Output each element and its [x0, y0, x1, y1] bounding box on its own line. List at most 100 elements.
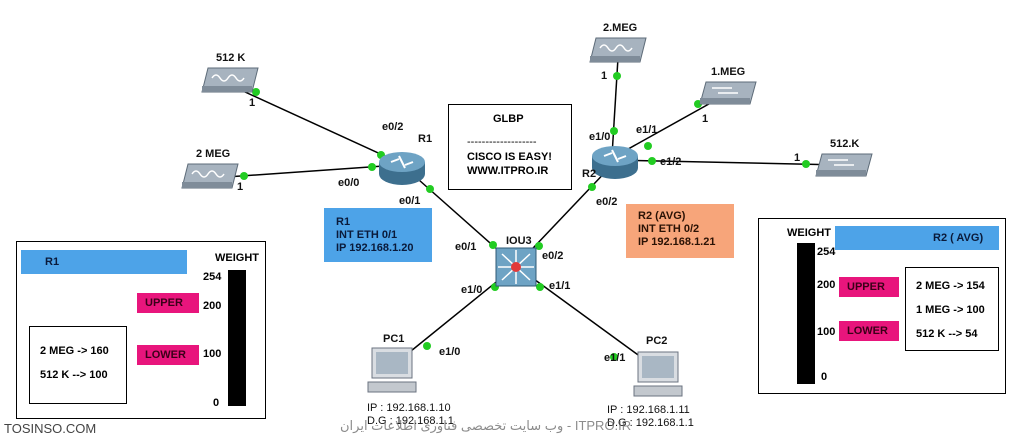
link-dot [489, 241, 497, 249]
glbp-line2: WWW.ITPRO.IR [467, 165, 549, 177]
r1-info-line2: INT ETH 0/1 [336, 229, 398, 241]
port-2meg-left: 1 [237, 181, 244, 193]
glbp-title: GLBP [493, 113, 524, 125]
link-dot [426, 185, 434, 193]
link-dot [802, 160, 810, 168]
label-r2: R2 [582, 168, 597, 180]
weight-panel-r2-header-text: R2 ( AVG) [933, 232, 984, 244]
weight-list-right: 2 MEG -> 154 1 MEG -> 100 512 K --> 54 [905, 267, 999, 351]
r1-info-line3: IP 192.168.1.20 [336, 242, 414, 254]
weight-entry-right-1: 2 MEG -> 154 [916, 280, 985, 292]
port-iou3-e0-1: e0/1 [455, 241, 477, 253]
port-512k-left: 1 [249, 97, 256, 109]
label-pc2: PC2 [646, 335, 668, 347]
upper-tag-right: UPPER [839, 277, 899, 297]
link-dot [648, 157, 656, 165]
label-512k-left: 512 K [216, 52, 246, 64]
lower-tag-right: LOWER [839, 321, 899, 341]
weight-tick-right-254: 254 [817, 246, 836, 258]
pc1-ip: IP : 192.168.1.10 [367, 402, 451, 414]
weight-entry-right-2: 1 MEG -> 100 [916, 304, 985, 316]
pc1-gateway: D.G : 192.168.1.1 [367, 415, 454, 427]
r2-info-box: R2 (AVG) INT ETH 0/2 IP 192.168.1.21 [626, 204, 734, 258]
upper-tag-left: UPPER [137, 293, 199, 313]
pc2-icon[interactable] [632, 350, 686, 400]
router-r2-icon[interactable] [590, 142, 640, 182]
cloud-2meg-top-icon[interactable] [588, 36, 648, 64]
r2-info-line1: R2 (AVG) [638, 210, 686, 222]
weight-entry-right-3: 512 K --> 54 [916, 328, 978, 340]
weight-tick-left-0: 0 [213, 397, 220, 409]
footer-site-right: ITPRO.IR - وب سایت تخصصی فناوری اطلاعات … [340, 418, 632, 433]
glbp-line1: CISCO IS EASY! [467, 151, 552, 163]
port-iou3-e0-2: e0/2 [542, 250, 564, 262]
weight-title-left: WEIGHT [215, 252, 259, 264]
port-iou3-e1-1: e1/1 [549, 280, 571, 292]
link-dot [588, 183, 596, 191]
link-dot [423, 342, 431, 350]
label-r1: R1 [418, 133, 433, 145]
weight-tick-right-200: 200 [817, 279, 836, 291]
pc1-icon[interactable] [366, 346, 420, 396]
label-iou3: IOU3 [506, 235, 532, 247]
switch-512k-right-icon[interactable] [814, 152, 874, 178]
port-r2-e1-0: e1/0 [589, 131, 611, 143]
link-iou3-pc2 [515, 265, 657, 369]
weight-panel-r1-header-text: R1 [45, 256, 60, 268]
link-dot [240, 172, 248, 180]
link-dot [535, 242, 543, 250]
port-512k-right: 1 [794, 152, 801, 164]
weight-panel-r2: WEIGHT R2 ( AVG) 254 200 100 0 UPPER LOW… [758, 218, 1006, 394]
weight-bar-right [797, 243, 815, 384]
weight-entry-left-2: 512 K --> 100 [40, 369, 108, 381]
port-r2-e1-1: e1/1 [636, 124, 658, 136]
port-1meg: 1 [702, 113, 709, 125]
weight-tick-right-0: 0 [821, 371, 828, 383]
label-pc1: PC1 [383, 333, 405, 345]
weight-panel-r1: R1 WEIGHT 254 200 100 0 UPPER LOWER 2 ME… [16, 241, 266, 419]
weight-panel-r1-header: R1 [21, 250, 187, 274]
upper-tag-left-text: UPPER [145, 297, 183, 309]
glbp-separator: ------------------- [467, 136, 537, 148]
pc2-ip: IP : 192.168.1.11 [607, 404, 690, 416]
r1-info-box: R1 INT ETH 0/1 IP 192.168.1.20 [324, 208, 432, 262]
port-r2-e1-2: e1/2 [660, 156, 682, 168]
link-512k-r1 [231, 85, 399, 163]
port-r1-e0-0: e0/0 [338, 177, 360, 189]
lower-tag-left-text: LOWER [145, 349, 186, 361]
link-dot [536, 283, 544, 291]
switch-iou3-icon[interactable] [494, 246, 538, 288]
weight-tick-left-100: 100 [203, 348, 222, 360]
label-2meg-top: 2.MEG [603, 22, 638, 34]
weight-bar-left [228, 270, 246, 406]
link-dot [368, 163, 376, 171]
link-dot [252, 88, 260, 96]
pc2-gateway: D.G : 192.168.1.1 [607, 417, 694, 429]
lower-tag-right-text: LOWER [847, 325, 888, 337]
lower-tag-left: LOWER [137, 345, 199, 365]
label-1meg: 1.MEG [711, 66, 746, 78]
footer-site-left: TOSINSO.COM [4, 421, 97, 436]
router-r1-icon[interactable] [377, 148, 427, 188]
port-r1-e0-2: e0/2 [382, 121, 404, 133]
glbp-title-box: GLBP ------------------- CISCO IS EASY! … [448, 104, 572, 190]
port-r1-e0-1: e0/1 [399, 195, 421, 207]
port-pc1-e1-0: e1/0 [439, 346, 461, 358]
r2-info-line3: IP 192.168.1.21 [638, 236, 716, 248]
link-1meg-r2 [611, 94, 726, 159]
cloud-2meg-left-icon[interactable] [180, 162, 240, 190]
cloud-512k-left-icon[interactable] [200, 66, 260, 94]
link-dot [610, 127, 618, 135]
link-dot [613, 72, 621, 80]
link-dot [644, 142, 652, 150]
weight-title-right: WEIGHT [787, 227, 831, 239]
label-2meg-left: 2 MEG [196, 148, 231, 160]
weight-panel-r2-header: R2 ( AVG) [835, 226, 999, 250]
weight-list-left: 2 MEG -> 160 512 K --> 100 [29, 326, 127, 404]
link-dot [610, 353, 618, 361]
port-iou3-e1-0: e1/0 [461, 284, 483, 296]
weight-entry-left-1: 2 MEG -> 160 [40, 345, 109, 357]
switch-1meg-icon[interactable] [698, 80, 758, 106]
